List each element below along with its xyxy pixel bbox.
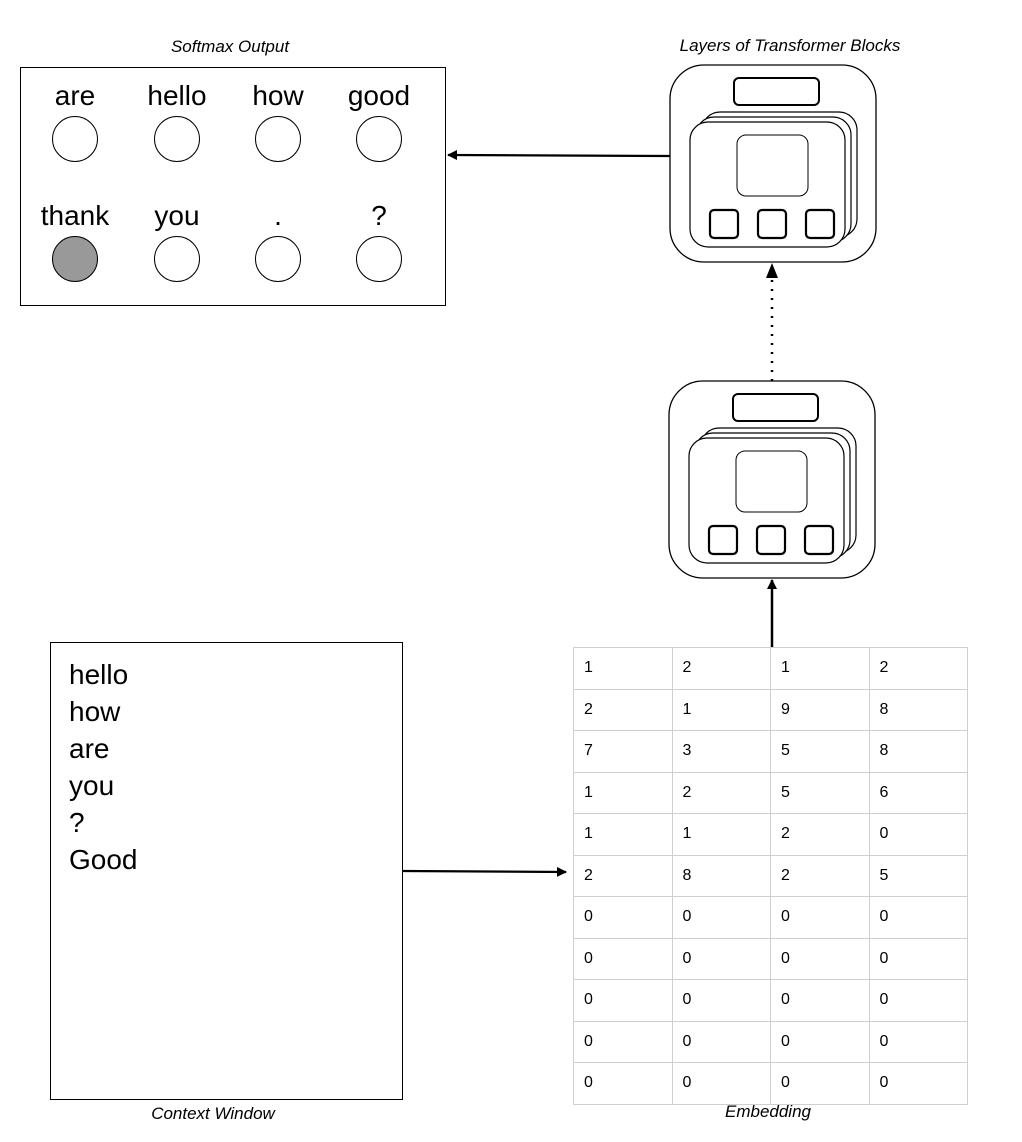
embedding-cell: 0 — [573, 937, 673, 980]
embedding-cell: 1 — [671, 688, 771, 731]
embedding-cell: 0 — [770, 1020, 870, 1063]
embedding-cell: 0 — [671, 979, 771, 1022]
softmax-probability-node-selected — [52, 236, 98, 282]
embedding-caption: Embedding — [724, 1102, 811, 1121]
context-token: you — [69, 770, 115, 801]
softmax-token-label: how — [252, 80, 304, 111]
softmax-probability-node — [154, 236, 200, 282]
embedding-cell: 0 — [770, 1062, 870, 1105]
embedding-cell: 0 — [573, 1062, 673, 1105]
embedding-cell: 6 — [868, 771, 968, 814]
softmax-token-label: are — [54, 80, 96, 111]
embedding-cell: 9 — [770, 688, 870, 731]
context-token: Good — [69, 844, 138, 875]
embedding-cell: 5 — [868, 854, 968, 897]
embedding-cell: 0 — [573, 896, 673, 939]
context-token: hello — [69, 659, 129, 690]
softmax-token-label: ? — [371, 200, 387, 231]
embedding-cell: 0 — [868, 1020, 968, 1063]
embedding-cell: 0 — [868, 937, 968, 980]
context-token: how — [69, 696, 121, 727]
embedding-cell: 8 — [868, 730, 968, 773]
embedding-cell: 0 — [868, 1062, 968, 1105]
context-token-list: hello how are you? Good — [69, 656, 402, 878]
embedding-cell: 2 — [770, 813, 870, 856]
arrow-transformer-to-softmax — [447, 150, 671, 161]
arrow-context-to-embedding — [402, 866, 567, 877]
embedding-cell: 0 — [671, 1020, 771, 1063]
softmax-token-label: you — [154, 200, 200, 231]
embedding-cell: 8 — [671, 854, 771, 897]
transformer-caption: Layers of Transformer Blocks — [679, 36, 901, 55]
embedding-cell: 0 — [868, 979, 968, 1022]
embedding-cell: 1 — [770, 647, 870, 690]
embedding-cell: 0 — [573, 979, 673, 1022]
embedding-cell: 0 — [671, 937, 771, 980]
softmax-token-label: thank — [40, 200, 110, 231]
softmax-probability-node — [255, 116, 301, 162]
embedding-cell: 2 — [868, 647, 968, 690]
context-token: ? — [69, 807, 85, 838]
transformer-block-bottom — [667, 379, 877, 580]
embedding-cell: 0 — [868, 896, 968, 939]
softmax-probability-node — [356, 236, 402, 282]
softmax-output-box: are hello how good thank you.? — [20, 67, 446, 306]
softmax-caption: Softmax Output — [170, 37, 290, 56]
arrowhead-into-top-block — [766, 263, 778, 278]
embedding-cell: 0 — [671, 1062, 771, 1105]
embedding-cell: 2 — [770, 854, 870, 897]
embedding-cell: 3 — [671, 730, 771, 773]
embedding-cell: 2 — [573, 854, 673, 897]
context-window-caption: Context Window — [151, 1104, 275, 1123]
softmax-probability-node — [255, 236, 301, 282]
softmax-token-label: good — [347, 80, 411, 111]
transformer-block-top — [668, 63, 878, 264]
embedding-cell: 0 — [868, 813, 968, 856]
softmax-token-label: . — [274, 200, 282, 231]
embedding-cell: 0 — [770, 896, 870, 939]
embedding-cell: 1 — [573, 813, 673, 856]
softmax-probability-node — [154, 116, 200, 162]
embedding-cell: 1 — [573, 647, 673, 690]
context-window-box: hello how are you? Good — [50, 642, 403, 1100]
softmax-token-label: hello — [147, 80, 207, 111]
embedding-cell: 2 — [671, 771, 771, 814]
context-token: are — [69, 733, 110, 764]
softmax-probability-node — [52, 116, 98, 162]
embedding-cell: 5 — [770, 771, 870, 814]
softmax-probability-node — [356, 116, 402, 162]
